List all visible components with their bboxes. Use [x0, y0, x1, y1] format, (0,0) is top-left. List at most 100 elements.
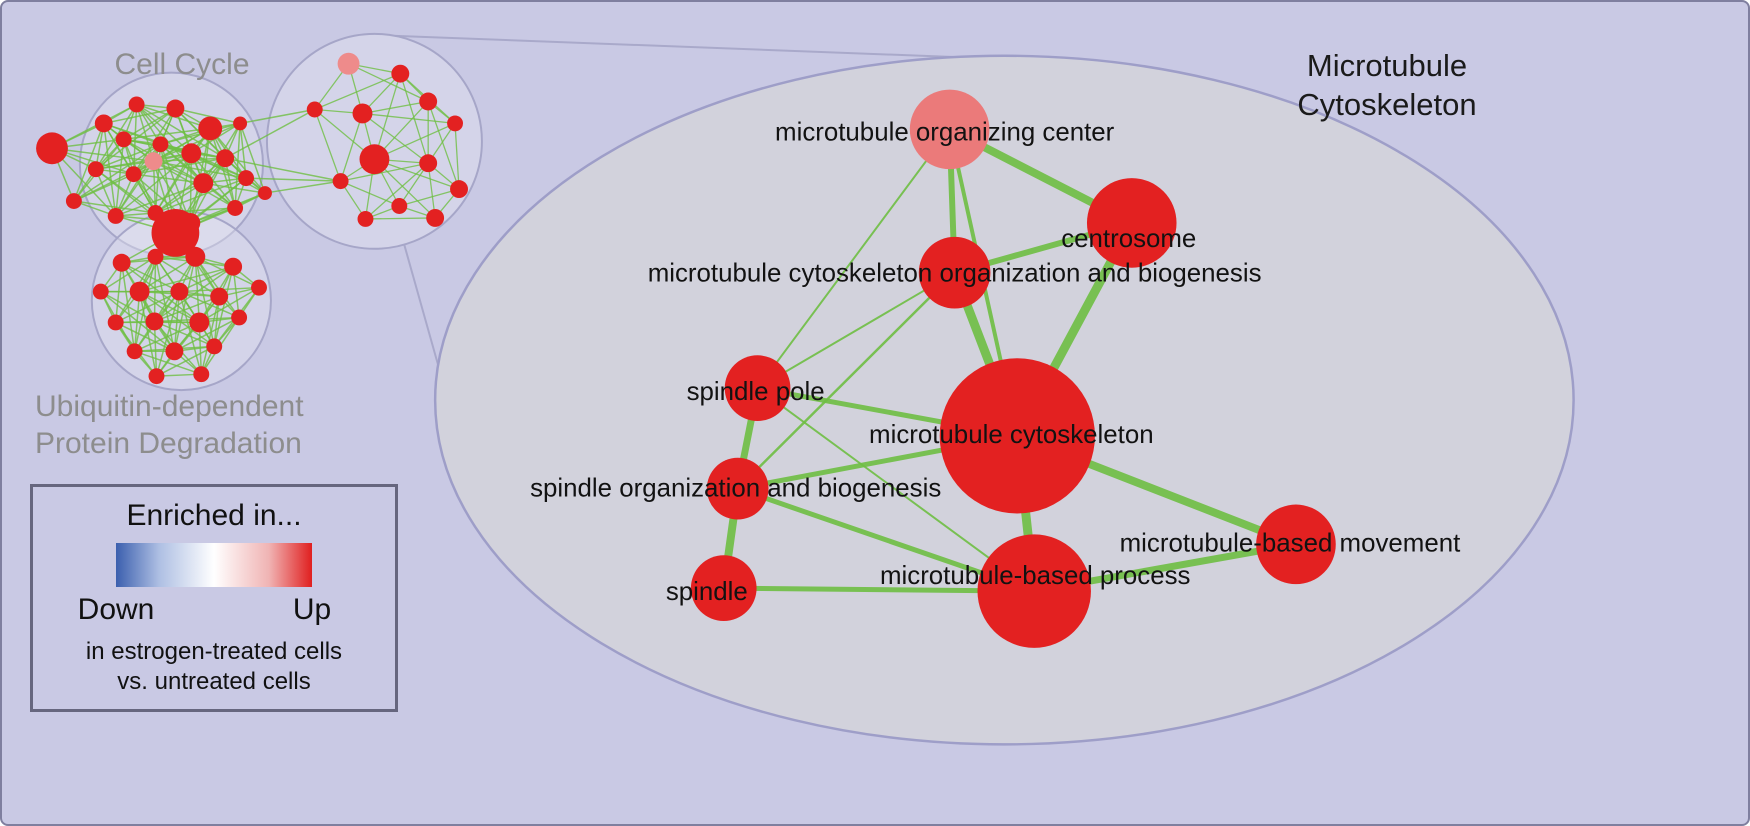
overview-bridge-edge: [264, 180, 341, 194]
overview-edge: [73, 123, 105, 202]
overview-node: [391, 64, 410, 83]
legend-caption-line1: in estrogen-treated cells: [85, 638, 343, 665]
overview-node: [144, 152, 163, 171]
overview-edge: [115, 152, 192, 217]
overview-node: [148, 368, 165, 385]
overview-edge: [139, 265, 234, 293]
overview-edge: [154, 152, 192, 214]
overview-edge: [314, 73, 401, 111]
overview-node: [357, 210, 374, 227]
overview-edge: [239, 123, 266, 194]
legend-downup-row: Down Up: [78, 593, 332, 629]
overview-edge: [103, 123, 117, 217]
overview-edge: [339, 113, 364, 182]
overview-node: [426, 208, 445, 227]
overview-edge: [362, 112, 456, 125]
detail-edge-moc--spindle-pole: [756, 128, 951, 390]
overview-edge: [340, 180, 400, 207]
detail-edge-mcob--spindle-pole: [756, 271, 956, 390]
overview-edge: [154, 295, 220, 323]
overview-node: [419, 154, 438, 173]
overview-edge: [115, 182, 204, 217]
detail-node-label-mt-process: microtubule-based process: [880, 562, 1190, 590]
overview-edge: [200, 296, 220, 375]
overview-node: [332, 173, 349, 190]
overview-edge: [95, 168, 117, 217]
overview-edge: [340, 162, 429, 182]
overview-edge: [134, 321, 200, 352]
overview-edge: [139, 290, 200, 324]
detail-node-mt-cytoskeleton: [939, 358, 1095, 514]
overview-node: [147, 248, 164, 265]
overview-nodes: [36, 52, 468, 385]
detail-node-label-moc: microtubule organizing center: [775, 118, 1115, 146]
legend-down-label: Down: [77, 593, 155, 626]
overview-node: [447, 115, 464, 132]
overview-edge: [95, 152, 192, 170]
overview-edge: [73, 200, 156, 214]
detail-node-spindle-pole: [724, 355, 791, 421]
overview-edge: [156, 345, 215, 377]
overview-edge: [365, 162, 429, 220]
overview-node: [251, 279, 267, 296]
overview-node: [231, 309, 248, 326]
overview-edge: [155, 177, 247, 214]
overview-bridge-edge: [246, 177, 341, 182]
overview-node: [419, 92, 438, 111]
detail-node-centrosome: [1086, 178, 1177, 268]
detail-node-mt-process: [977, 534, 1091, 648]
overview-node: [170, 282, 189, 301]
cluster-label-cell-cycle: Cell Cycle: [114, 48, 250, 81]
detail-node-label-spindle-org: spindle organization and biogenesis: [530, 475, 941, 503]
overview-edge: [133, 173, 204, 184]
overview-edge: [365, 217, 436, 220]
detail-node-spindle-org: [706, 457, 769, 520]
overview-edge: [153, 256, 157, 322]
detail-node-mt-movement: [1256, 504, 1336, 585]
overview-edge: [153, 122, 241, 162]
overview-node: [129, 281, 150, 302]
overview-edge: [362, 100, 429, 115]
cluster-label-ubiquitin: Ubiquitin-dependent Protein Degradation: [35, 388, 304, 462]
overview-edge: [160, 143, 247, 179]
cluster-circle-microtubule-small: [265, 32, 483, 250]
legend-gradient-bar: [116, 543, 312, 587]
overview-edge: [134, 350, 202, 375]
overview-edge: [115, 160, 155, 217]
overview-node: [126, 343, 143, 360]
overview-bridge-edge: [239, 108, 315, 125]
overview-node: [152, 136, 169, 153]
overview-edge: [179, 290, 240, 319]
overview-node: [206, 338, 223, 355]
overview-node: [210, 287, 229, 306]
detail-node-label-mt-cytoskeleton: microtubule cytoskeleton: [869, 421, 1154, 449]
overview-node: [193, 173, 214, 194]
overview-node: [450, 180, 468, 199]
overview-edge: [73, 173, 134, 202]
overview-node: [359, 144, 390, 175]
overview-node: [193, 366, 210, 383]
legend-caption: in estrogen-treated cells vs. untreated …: [33, 637, 395, 697]
legend-up-label: Up: [292, 593, 332, 626]
detail-nodes: [690, 89, 1336, 648]
overview-edge: [173, 256, 197, 352]
overview-node: [337, 52, 360, 75]
overview-node: [125, 166, 142, 183]
overview-node: [391, 198, 408, 214]
overview-node: [224, 257, 243, 276]
overview-node: [258, 186, 272, 201]
overview-edge: [115, 290, 180, 324]
overview-node: [181, 143, 202, 164]
overview-node: [216, 149, 235, 168]
overview-node: [233, 116, 248, 131]
overview-node: [107, 314, 124, 331]
detail-edge-mcob--spindle-org: [736, 271, 956, 490]
overview-node: [198, 116, 223, 141]
detail-node-label-mt-movement: microtubule-based movement: [1120, 529, 1461, 557]
overview-node: [115, 131, 132, 148]
ubiquitin-label-line1: Ubiquitin-dependent: [35, 390, 304, 423]
detail-node-label-spindle: spindle: [666, 578, 748, 606]
overview-bridge-edge: [225, 157, 341, 182]
